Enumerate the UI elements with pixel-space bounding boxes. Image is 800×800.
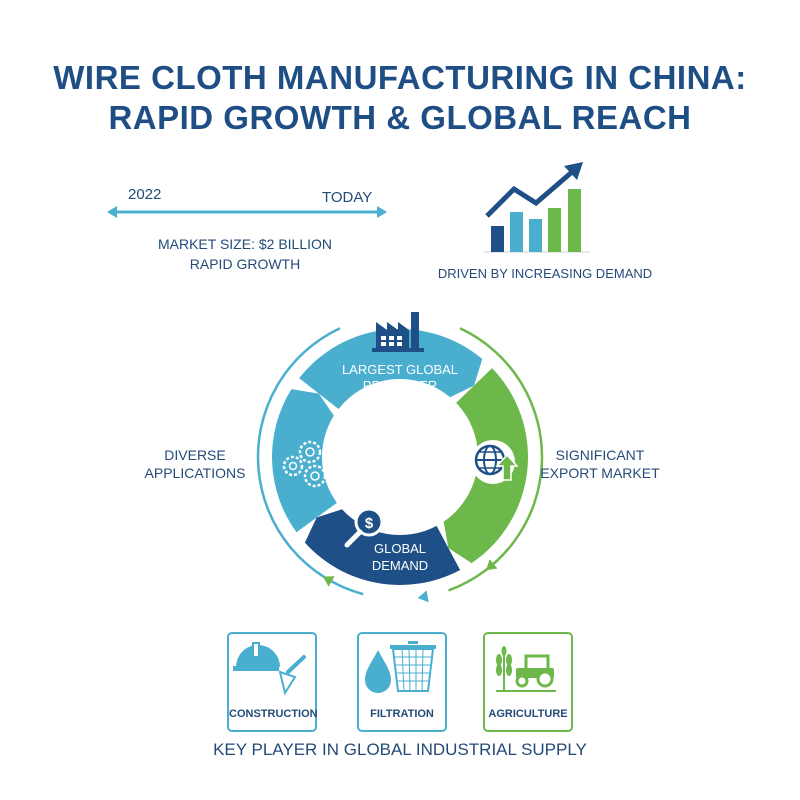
water-drop-basket-icon — [365, 641, 436, 693]
growth-caption: DRIVEN BY INCREASING DEMAND — [437, 266, 653, 281]
svg-text:$: $ — [365, 515, 374, 532]
industry-label: CONSTRUCTION — [229, 708, 318, 720]
title-line-1: WIRE CLOTH MANUFACTURING IN CHINA: — [53, 59, 747, 96]
timeline-arrow — [107, 206, 387, 218]
arrowhead — [485, 559, 498, 571]
footer-text: KEY PLAYER IN GLOBAL INDUSTRIAL SUPPLY — [213, 740, 587, 759]
page-title: WIRE CLOTH MANUFACTURING IN CHINA: RAPID… — [0, 58, 800, 138]
segment-demand — [304, 509, 461, 585]
hardhat-trowel-icon — [233, 642, 306, 696]
industry-filtration: FILTRATION — [357, 632, 447, 732]
industry-construction: CONSTRUCTION — [227, 632, 318, 732]
timeline-end: TODAY — [322, 189, 373, 206]
label-line: DEMAND — [371, 558, 429, 573]
segment-label-export: SIGNIFICANT EXPORT MARKET — [530, 446, 670, 482]
label-line: SIGNIFICANT — [555, 447, 645, 463]
title-line-2: RAPID GROWTH & GLOBAL REACH — [108, 99, 692, 136]
label-line: DIVERSE — [164, 447, 226, 463]
segment-label-producer: LARGEST GLOBAL PRODUCER — [330, 362, 470, 394]
globe-arrow-up-icon — [471, 440, 519, 484]
industry-agriculture: AGRICULTURE — [483, 632, 573, 732]
segment-label-demand: GLOBAL DEMAND — [350, 540, 450, 574]
arrowhead — [322, 576, 335, 587]
bar-chart-trend-up-icon — [484, 162, 590, 253]
growth-text: RAPID GROWTH — [189, 256, 301, 272]
gears-icon — [282, 440, 327, 488]
market-size: MARKET SIZE: $2 BILLION — [157, 236, 333, 252]
wheat-tractor-icon — [496, 646, 556, 692]
factory-icon — [372, 312, 424, 352]
label-line: EXPORT MARKET — [540, 465, 660, 481]
industry-label: FILTRATION — [370, 708, 434, 720]
timeline-start: 2022 — [128, 186, 162, 203]
segment-label-applications: DIVERSE APPLICATIONS — [130, 446, 260, 482]
label-line: LARGEST GLOBAL — [341, 362, 459, 377]
arrowhead — [417, 590, 429, 603]
label-line: APPLICATIONS — [144, 465, 246, 481]
label-line: PRODUCER — [362, 378, 438, 393]
industry-label: AGRICULTURE — [488, 708, 568, 720]
dollar-magnifier-icon: $ — [344, 507, 384, 548]
segment-producer — [299, 329, 483, 409]
label-line: GLOBAL — [373, 541, 427, 556]
cycle-arrow — [256, 327, 364, 596]
